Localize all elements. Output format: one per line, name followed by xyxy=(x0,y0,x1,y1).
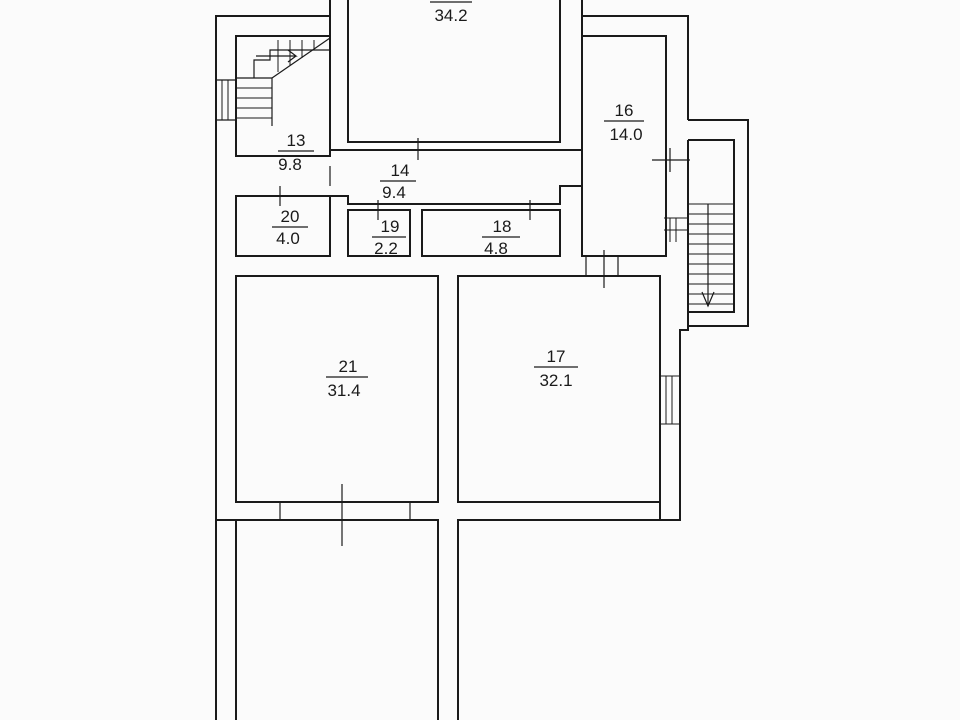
room-20-area: 4.0 xyxy=(276,229,300,248)
room-16-walls xyxy=(581,35,690,257)
room-17-area: 32.1 xyxy=(539,371,572,390)
room-labels: 34.2 13 9.8 14 9.4 16 14.0 20 4.0 19 2.2… xyxy=(272,1,644,400)
room-17-walls xyxy=(457,250,680,503)
small-rooms-walls xyxy=(235,186,561,257)
room-16-number: 16 xyxy=(615,101,634,120)
room-14-area: 9.4 xyxy=(382,183,406,202)
room-20-number: 20 xyxy=(281,207,300,226)
room-14-number: 14 xyxy=(391,161,410,180)
room-17-number: 17 xyxy=(547,347,566,366)
outer-walls xyxy=(215,0,749,720)
room-16-area: 14.0 xyxy=(609,125,642,144)
room-18-area: 4.8 xyxy=(484,239,508,258)
room-13-number: 13 xyxy=(287,131,306,150)
room-21-walls xyxy=(235,275,439,546)
room-18-number: 18 xyxy=(493,217,512,236)
room-19-number: 19 xyxy=(381,217,400,236)
room-13-area: 9.8 xyxy=(278,155,302,174)
room-15-area: 34.2 xyxy=(434,6,467,25)
room-21-area: 31.4 xyxy=(327,381,360,400)
room-14-walls xyxy=(329,138,582,205)
room-13-walls xyxy=(216,35,331,157)
room-19-area: 2.2 xyxy=(374,239,398,258)
bottom-rooms-walls xyxy=(236,519,680,720)
room-21-number: 21 xyxy=(339,357,358,376)
stair-right xyxy=(688,203,734,308)
stair-13 xyxy=(236,37,331,126)
